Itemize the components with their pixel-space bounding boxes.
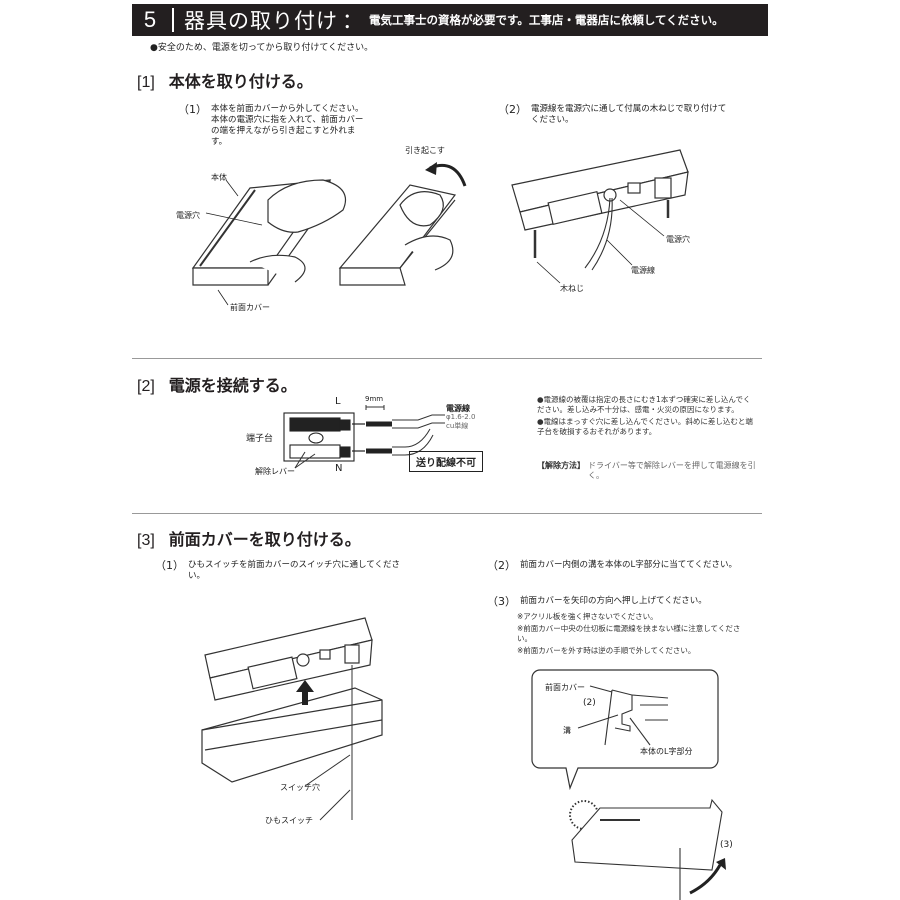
label-pull-switch: ひもスイッチ [265,816,313,825]
label-power-hole-2: 電源穴 [666,235,690,244]
label-groove: 溝 [563,726,571,735]
step-text: 前面カバーを矢印の方向へ押し上げてください。 [520,596,707,606]
label-power-hole: 電源穴 [176,211,200,220]
step1-heading: [1] 本体を取り付ける。 [137,68,313,92]
step-text: ひもスイッチを前面カバーのスイッチ穴に通してください。 [188,560,400,581]
label-l-part: 本体のL字部分 [640,747,693,756]
header-divider [172,8,174,32]
label-N: N [335,463,343,474]
caution-item: ※前面カバー中央の仕切板に電源線を挟まない様に注意してください。 [517,624,741,643]
no-feed-wiring-box: 送り配線不可 [409,451,483,472]
release-method-text: ドライバー等で解除レバーを押して電源線を引く。 [588,461,756,480]
step-num: （1） [155,559,184,572]
wiring-note: ●電線はまっすぐ穴に差し込んでください。斜めに差し込むと端子台を破損するおそれが… [537,417,753,436]
wire-title: 電源線 [446,404,470,413]
step1-2-instruction: （2） 電源線を電源穴に通して付属の木ねじで取り付けてください。 [498,104,728,126]
label-wood-screw: 木ねじ [560,284,584,293]
header-colon: ： [342,9,363,33]
label-strip-length: 9mm [365,395,384,403]
step2-heading: [2] 電源を接続する。 [137,372,297,396]
step1-1-instruction: （1） 本体を前面カバーから外してください。本体の電源穴に指を入れて、前面カバー… [178,104,368,148]
section-header: 5 器具の取り付け ： 電気工事士の資格が必要です。工事店・電器店に依頼してくだ… [132,4,768,36]
label-step2-marker: (2) [583,698,596,708]
step2-number: [2] [137,378,155,395]
step3-number: [3] [137,532,155,549]
label-release-lever: 解除レバー [255,467,295,476]
wire-spec: 電源線 φ1.6-2.0 cu単線 [446,404,475,431]
label-terminal-block: 端子台 [246,434,274,444]
step-text: 前面カバー内側の溝を本体のL字部分に当ててください。 [520,560,737,570]
caution-item: ※前面カバーを外す時は逆の手順で外してください。 [517,646,696,655]
step-text: 電源線を電源穴に通して付属の木ねじで取り付けてください。 [531,104,727,125]
caution-item: ※アクリル板を強く押さないでください。 [517,612,658,621]
step-num: （2） [487,559,516,572]
release-method-label: 【解除方法】 [537,461,585,470]
label-lift-up: 引き起こす [405,146,445,155]
wiring-notes: ●電源線の被覆は指定の長さにむき1本ずつ確実に差し込んでください。差し込み不十分… [537,395,755,437]
step3-title: 前面カバーを取り付ける。 [168,530,361,549]
step-num: （3） [487,595,516,608]
step3-2-instruction: （2） 前面カバー内側の溝を本体のL字部分に当ててください。 [487,560,747,571]
step3-heading: [3] 前面カバーを取り付ける。 [137,526,361,550]
divider [132,358,762,359]
step3-1-instruction: （1） ひもスイッチを前面カバーのスイッチ穴に通してください。 [155,560,400,582]
divider [132,513,762,514]
label-front-cover: 前面カバー [230,303,270,312]
section-number: 5 [143,7,157,32]
step-text: 本体を前面カバーから外してください。本体の電源穴に指を入れて、前面カバーの端を押… [211,104,364,147]
wire-diameter: φ1.6-2.0 [446,413,476,421]
safety-note: ●安全のため、電源を切ってから取り付けてください。 [150,43,374,53]
wiring-note: ●電源線の被覆は指定の長さにむき1本ずつ確実に差し込んでください。差し込み不十分… [537,395,751,414]
label-L: L [335,396,341,407]
step-num: （2） [498,103,527,116]
release-method: 【解除方法】 ドライバー等で解除レバーを押して電源線を引く。 [537,461,757,481]
step1-number: [1] [137,74,155,91]
qualification-note: 電気工事士の資格が必要です。工事店・電器店に依頼してください。 [369,13,724,27]
section-title: 器具の取り付け [184,9,338,33]
label-switch-hole: スイッチ穴 [280,783,320,792]
label-front-cover-detail: 前面カバー [545,683,585,692]
step1-title: 本体を取り付ける。 [168,72,313,91]
label-step3-marker: (3) [720,840,733,850]
step2-title: 電源を接続する。 [168,376,297,395]
label-body: 本体 [211,173,227,182]
step-num: （1） [178,103,207,116]
cover-cautions: ※アクリル板を強く押さないでください。 ※前面カバー中央の仕切板に電源線を挟まな… [517,612,747,656]
step3-3-instruction: （3） 前面カバーを矢印の方向へ押し上げてください。 [487,596,757,607]
wire-type: cu単線 [446,422,469,430]
label-power-wire: 電源線 [631,266,655,275]
